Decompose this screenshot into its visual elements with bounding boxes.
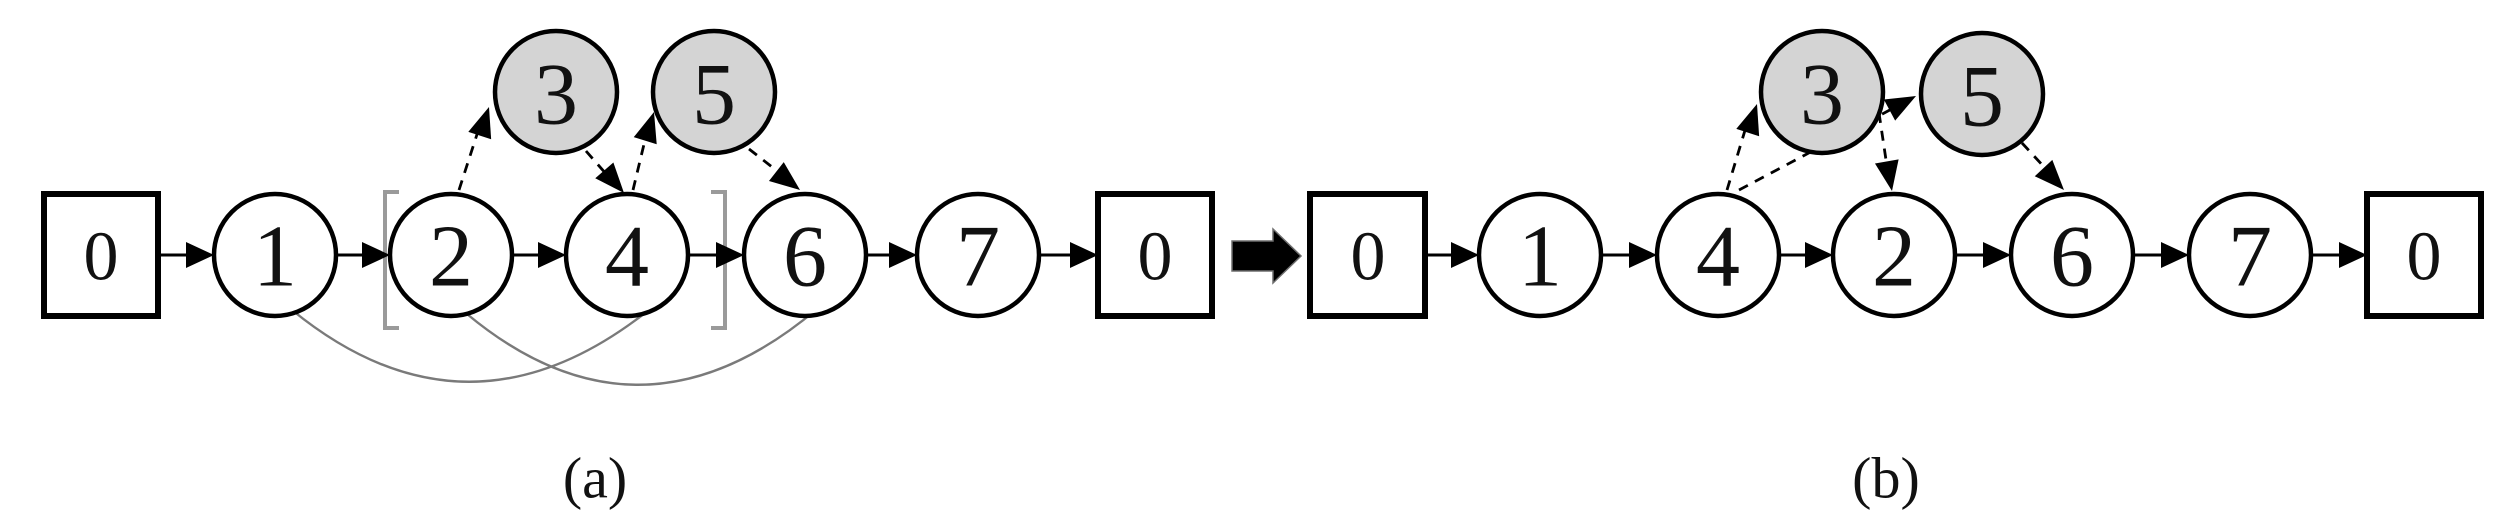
- node-b-2: 2: [1830, 191, 1958, 319]
- node-a-7-label: 7: [956, 209, 1000, 306]
- next-arrow-b-4-2: [1779, 242, 1833, 268]
- head-box-a-label: 0: [84, 219, 119, 296]
- node-a-2: 2: [387, 191, 515, 319]
- swap-arc-a-1-to-4: [291, 309, 646, 383]
- insert-arrow-a-4-to-5: [631, 112, 657, 191]
- node-b-2-label: 2: [1872, 209, 1916, 306]
- pending-node-a-3: 3: [492, 28, 620, 156]
- transform-arrow-icon: [1231, 227, 1303, 285]
- next-arrow-a-1-2: [336, 242, 390, 268]
- node-a-1: 1: [211, 191, 339, 319]
- node-b-7-label: 7: [2228, 209, 2272, 306]
- next-arrow-a-head-1: [158, 242, 214, 268]
- tail-box-b-label: 0: [2407, 219, 2442, 296]
- pending-node-b-3: 3: [1758, 28, 1886, 156]
- node-a-7: 7: [914, 191, 1042, 319]
- node-a-4-label: 4: [605, 209, 649, 306]
- next-arrow-a-7-tail: [1039, 242, 1098, 268]
- next-arrow-b-head-1: [1425, 242, 1479, 268]
- next-arrow-a-6-7: [866, 242, 917, 268]
- insert-arrow-a-5-to-6: [748, 147, 800, 190]
- insert-arrow-a-2-to-3: [457, 107, 492, 191]
- head-box-b-label: 0: [1351, 219, 1386, 296]
- node-a-4: 4: [563, 191, 691, 319]
- pending-node-a-5-label: 5: [692, 47, 736, 144]
- head-box-a: 0: [41, 191, 161, 319]
- pending-node-b-3-label: 3: [1800, 47, 1844, 144]
- next-arrow-b-7-tail: [2311, 242, 2367, 268]
- pending-node-b-5-label: 5: [1960, 49, 2004, 146]
- next-arrow-b-2-6: [1955, 242, 2011, 268]
- tail-box-a-label: 0: [1138, 219, 1173, 296]
- insert-arrow-a-3-to-4: [584, 150, 624, 193]
- next-arrow-b-1-4: [1601, 242, 1657, 268]
- node-a-6: 6: [741, 191, 869, 319]
- node-b-4-label: 4: [1696, 209, 1740, 306]
- insert-arrow-b-4-to-3: [1725, 104, 1760, 191]
- insert-arrow-b-3-to-2: [1874, 112, 1899, 191]
- pending-node-a-3-label: 3: [534, 47, 578, 144]
- pending-node-b-5: 5: [1918, 30, 2046, 158]
- insert-arrow-b-5-to-6: [2020, 142, 2064, 190]
- next-arrow-a-4-6: [688, 242, 744, 268]
- node-b-6: 6: [2008, 191, 2136, 319]
- node-a-1-label: 1: [253, 209, 297, 306]
- swap-arc-a-2-to-6: [466, 308, 818, 386]
- panel-b: 0 1 4 2 6 7 0 3: [1307, 28, 2484, 511]
- node-b-1: 1: [1476, 191, 1604, 319]
- head-box-b: 0: [1307, 191, 1428, 319]
- node-b-7: 7: [2186, 191, 2314, 319]
- next-arrow-a-2-4: [512, 242, 566, 268]
- pending-node-a-5: 5: [650, 28, 778, 156]
- caption-b: (b): [1852, 446, 1920, 511]
- tail-box-a: 0: [1095, 191, 1215, 319]
- node-a-2-label: 2: [429, 209, 473, 306]
- bracket-open-icon: [383, 190, 399, 330]
- node-b-6-label: 6: [2050, 209, 2094, 306]
- node-b-1-label: 1: [1518, 209, 1562, 306]
- caption-a: (a): [563, 446, 627, 511]
- node-a-6-label: 6: [783, 209, 827, 306]
- next-arrow-b-6-7: [2133, 242, 2189, 268]
- panel-a: 0 1 2 4 6 7 0 3: [41, 28, 1215, 511]
- node-b-4: 4: [1654, 191, 1782, 319]
- tail-box-b: 0: [2364, 191, 2484, 319]
